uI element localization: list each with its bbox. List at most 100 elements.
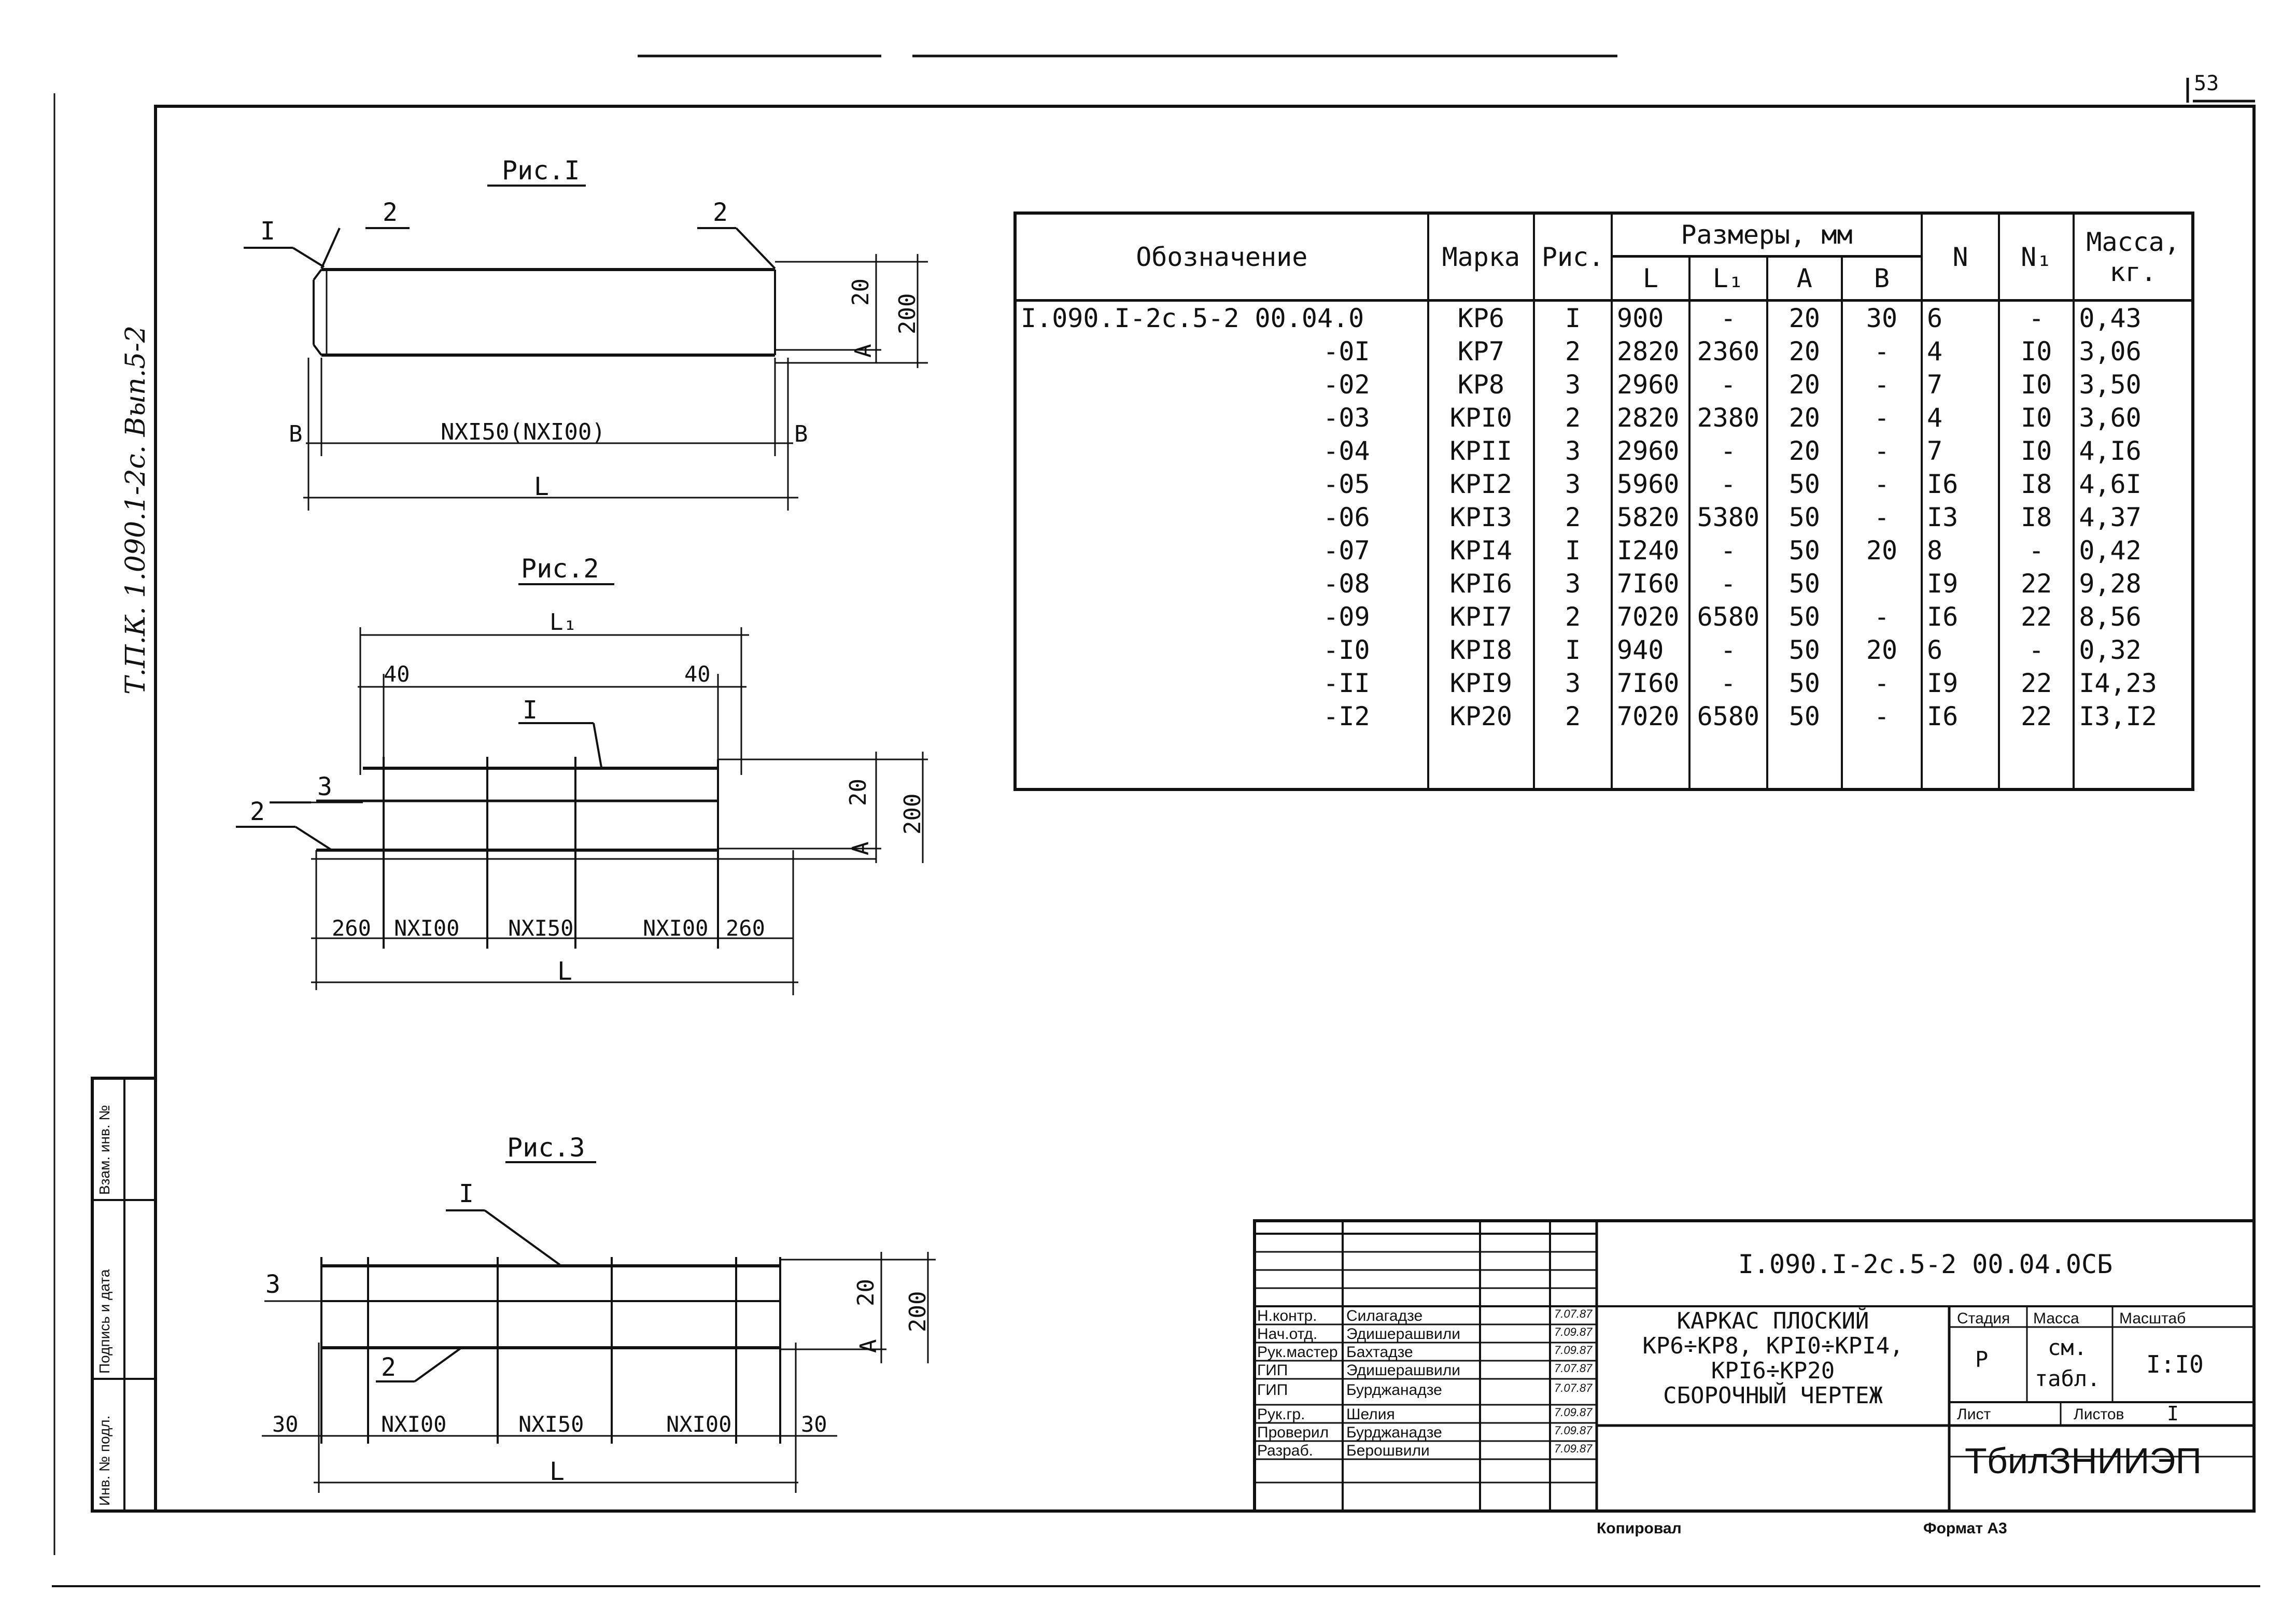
role-name: Эдишерашвили xyxy=(1346,1362,1460,1379)
row-n1: - xyxy=(1998,633,2074,667)
row-n1: 22 xyxy=(1998,600,2074,633)
callout-fig3: 3 xyxy=(265,1270,280,1299)
table-filler-cell xyxy=(1766,733,1842,789)
callout-fig2: I xyxy=(523,696,538,725)
svg-text:L: L xyxy=(550,1457,565,1486)
role-name: Шелия xyxy=(1346,1406,1395,1423)
row-n1: 22 xyxy=(1998,667,2074,700)
row-mark: КР6 xyxy=(1427,300,1534,335)
row-mark: КР8 xyxy=(1427,368,1534,401)
callout-fig1: 2 xyxy=(383,198,398,227)
row-n1: 22 xyxy=(1998,700,2074,733)
title-block-grid xyxy=(1253,1219,2256,1513)
row-a: 50 xyxy=(1766,468,1842,501)
row-b: - xyxy=(1840,468,1922,501)
header-l: L xyxy=(1611,255,1689,302)
row-mark: КРI3 xyxy=(1427,501,1534,534)
header-sizes: Размеры, мм xyxy=(1611,212,1922,258)
side-field-inv-number: Инв. № подл. xyxy=(96,1415,112,1506)
row-n1: I8 xyxy=(1998,501,2074,534)
row-a: 50 xyxy=(1766,700,1842,733)
svg-text:A: A xyxy=(848,842,874,856)
row-l: 2960 xyxy=(1611,368,1689,401)
row-mass: I4,23 xyxy=(2073,667,2193,700)
row-mass: 9,28 xyxy=(2073,567,2193,600)
svg-text:A: A xyxy=(855,1339,882,1353)
row-l1: - xyxy=(1688,368,1767,401)
row-mass: 8,56 xyxy=(2073,600,2193,633)
row-n1: I8 xyxy=(1998,468,2074,501)
drawing-title-line: КРI6÷КР20 xyxy=(1711,1358,1835,1384)
table-filler-cell xyxy=(1427,733,1534,789)
row-l: 7I60 xyxy=(1611,667,1689,700)
svg-text:30: 30 xyxy=(272,1412,299,1437)
row-fig: 3 xyxy=(1533,567,1612,600)
svg-text:A: A xyxy=(850,344,877,358)
role-date: 7.09.87 xyxy=(1554,1344,1593,1357)
row-code: -II xyxy=(1323,668,1370,698)
row-n: I9 xyxy=(1920,567,1999,600)
figure-2-title: Рис.2 xyxy=(521,554,599,584)
side-field-signature-date: Подпись и дата xyxy=(96,1269,112,1374)
row-fig: 3 xyxy=(1533,667,1612,700)
row-b: 20 xyxy=(1840,534,1922,567)
role-date: 7.07.87 xyxy=(1554,1362,1593,1375)
svg-text:L: L xyxy=(557,957,572,986)
drawing-title-line: КР6÷КР8, КРI0÷КРI4, xyxy=(1642,1333,1904,1359)
row-a: 20 xyxy=(1766,434,1842,468)
table-filler-cell xyxy=(1998,733,2074,789)
header-mass: Масса, кг. xyxy=(2073,212,2193,302)
row-mass: 4,6I xyxy=(2073,468,2193,501)
row-l1: - xyxy=(1688,434,1767,468)
sheets-label: Листов xyxy=(2074,1406,2124,1423)
table-filler-cell xyxy=(1611,733,1689,789)
organization: ТбилЗНИИЭП xyxy=(1965,1441,2202,1481)
row-n: I9 xyxy=(1920,667,1999,700)
svg-text:200: 200 xyxy=(905,1291,931,1332)
svg-text:NXI50(NXI00): NXI50(NXI00) xyxy=(441,419,605,445)
row-b: - xyxy=(1840,667,1922,700)
row-b: - xyxy=(1840,600,1922,633)
table-filler-cell xyxy=(1688,733,1767,789)
stage-label: Стадия xyxy=(1957,1310,2010,1327)
row-mass: 0,42 xyxy=(2073,534,2193,567)
role-name: Бурджанадзе xyxy=(1346,1381,1442,1399)
callout-fig3: I xyxy=(459,1179,474,1208)
row-l1: 6580 xyxy=(1688,600,1767,633)
role-label: Рук.мастер xyxy=(1257,1344,1338,1361)
row-mass: 0,32 xyxy=(2073,633,2193,667)
row-l1: - xyxy=(1688,667,1767,700)
figure-1: 20 200 A B B NXI50(NXI00) L xyxy=(244,185,928,511)
row-mass: 0,43 xyxy=(2073,300,2193,335)
row-l: 2960 xyxy=(1611,434,1689,468)
role-label: ГИП xyxy=(1257,1362,1288,1379)
callout-fig2: 3 xyxy=(317,772,332,801)
table-filler-cell xyxy=(1015,733,1428,789)
callout-fig1: 2 xyxy=(713,198,728,227)
svg-text:20: 20 xyxy=(848,278,874,306)
scale-value: I:I0 xyxy=(2146,1350,2204,1378)
role-date: 7.09.87 xyxy=(1554,1325,1593,1338)
row-l: 5820 xyxy=(1611,501,1689,534)
svg-text:200: 200 xyxy=(894,293,921,334)
header-fig: Рис. xyxy=(1533,212,1612,302)
svg-text:NXI00: NXI00 xyxy=(643,915,708,941)
row-mark: КРI9 xyxy=(1427,667,1534,700)
row-b: - xyxy=(1840,501,1922,534)
role-name: Эдишерашвили xyxy=(1346,1325,1460,1343)
header-b: B xyxy=(1840,255,1922,302)
page-number: 53 xyxy=(2194,72,2219,95)
svg-text:260: 260 xyxy=(332,915,371,941)
row-n: I3 xyxy=(1920,501,1999,534)
row-a: 20 xyxy=(1766,401,1842,434)
mass-label: Масса xyxy=(2033,1310,2079,1327)
row-b: 20 xyxy=(1840,633,1922,667)
row-fig: 2 xyxy=(1533,335,1612,368)
